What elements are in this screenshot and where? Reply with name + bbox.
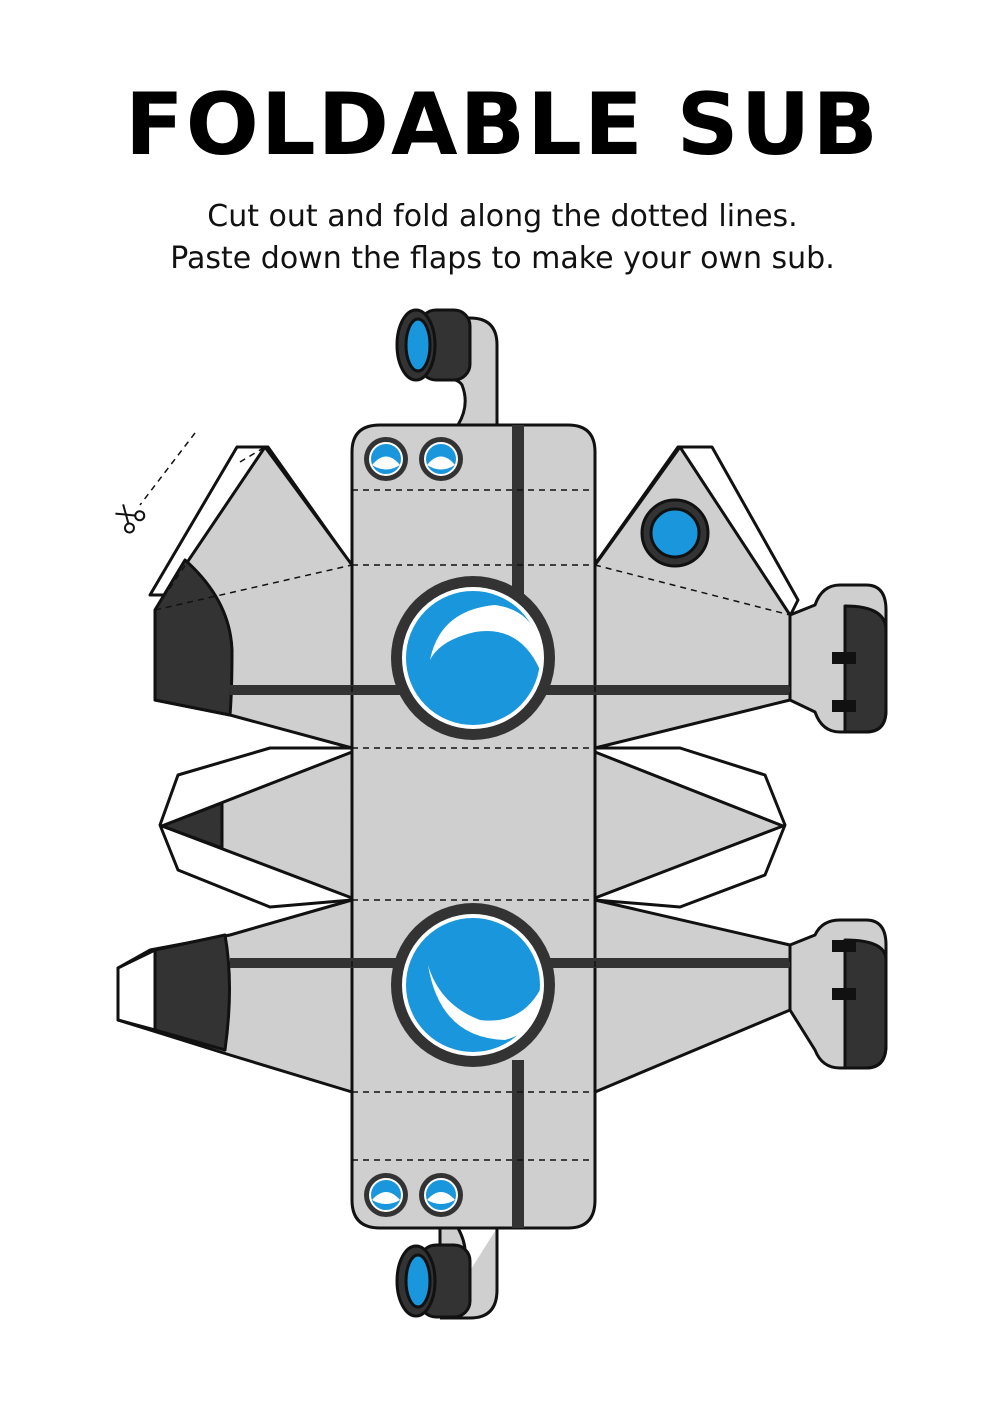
instruction-line-1: Cut out and fold along the dotted lines. (207, 199, 798, 234)
periscope-top (395, 308, 499, 427)
upper-right-wing (593, 445, 792, 750)
big-window-bottom (391, 903, 555, 1067)
upper-tail-fin (788, 583, 888, 734)
central-body (350, 423, 597, 1230)
scissors-icon (115, 504, 146, 534)
small-windows-bottom (364, 1173, 463, 1217)
lower-right-wing (593, 898, 792, 1094)
page-title: FOLDABLE SUB (125, 75, 880, 175)
instruction-line-2: Paste down the flaps to make your own su… (170, 241, 835, 276)
big-window-top (391, 576, 555, 740)
lower-left-wing (116, 898, 354, 1094)
fold-lines (139, 432, 791, 1161)
middle-left-flap (158, 746, 354, 909)
middle-right-flap (593, 746, 787, 909)
upper-left-wing (153, 445, 354, 750)
lower-tail-fin (788, 918, 888, 1070)
small-windows-top (364, 437, 463, 481)
